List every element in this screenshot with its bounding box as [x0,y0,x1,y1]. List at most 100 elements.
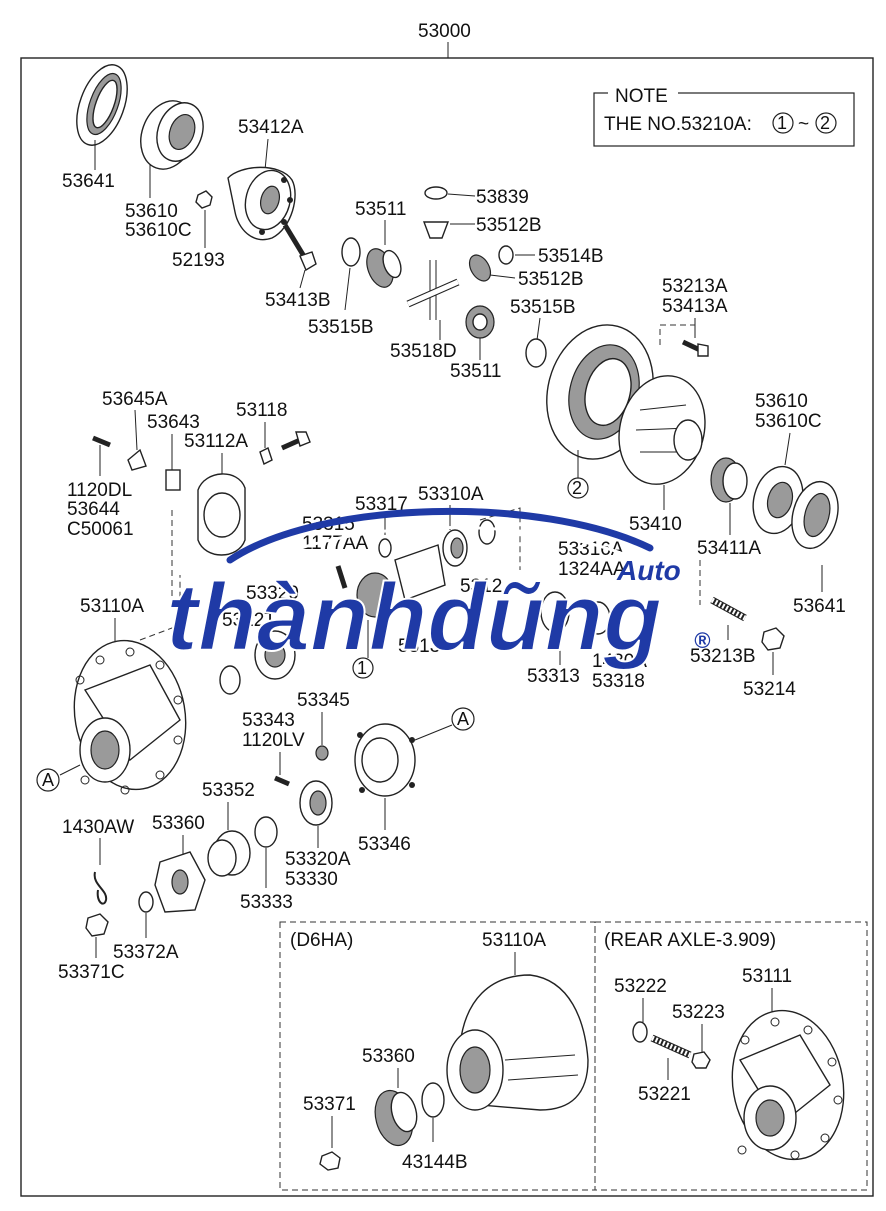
bearing-53610-top [140,100,204,170]
label-53372a: 53372A [113,942,179,963]
note-range-sep: ~ [798,114,809,135]
differential-case-53410 [618,375,706,485]
note-box: NOTE THE NO.53210A: 1 ~ 2 [593,85,855,147]
label-1430a: 1430A [592,651,647,672]
label-53316a: 53316A [558,539,624,560]
inset-rear-axle-stud-53221 [650,1034,711,1069]
label-53317: 53317 [355,494,408,515]
label-53512b-mid: 53512B [518,269,584,290]
label-1120dl: 1120DL [67,480,132,501]
label-53112a: 53112A [184,431,248,452]
bearing-53610-right [752,465,804,535]
assembly-frame [20,57,874,1197]
label-5312-partial: 5312 [460,576,502,597]
thrust-washer-53515b-left [341,237,361,267]
label-53645a: 53645A [102,389,168,410]
nut-53371c [85,913,109,937]
label-53412a: 53412A [238,117,304,138]
watermark: thànhdũng Auto ® [165,507,711,672]
inset-rear-axle-label-53221: 53221 [638,1084,691,1105]
label-53343: 53343 [242,710,295,731]
label-53346: 53346 [358,834,411,855]
inset-rear-axle-label-53223: 53223 [672,1002,725,1023]
label-53511-bottom: 53511 [450,361,501,382]
inset-d6ha-o-ring [421,1082,445,1118]
inset-d6ha-label-53110a: 53110A [482,930,546,951]
nut-52193 [195,190,213,209]
label-53110a-main: 53110A [80,596,144,617]
inset-rear-axle: (REAR AXLE-3.909) 53222 53223 53221 5311… [594,921,868,1191]
label-1177aa: 1177AA [302,533,369,554]
label-53371c: 53371C [58,962,125,983]
bolt-1120dl [92,435,111,448]
assembly-number: 53000 [418,21,471,42]
label-53515b-right: 53515B [510,297,576,318]
inset-d6ha-label-53360: 53360 [362,1046,415,1067]
cotter-pin-1430aw [93,871,108,905]
note-heading: NOTE [615,86,668,107]
inset-rear-axle-title: (REAR AXLE-3.909) [604,930,776,951]
label-53213b: 53213B [690,646,756,667]
label-53352: 53352 [202,780,255,801]
label-5312t: 5312T [222,610,276,631]
label-53320-partial: 53320 [246,583,299,604]
label-53318: 53318 [592,671,645,692]
plate-53643 [165,469,181,491]
label-53641-top: 53641 [62,171,115,192]
washer-53514b [498,245,514,265]
shim-53333 [254,816,278,848]
sleeve-53316a [540,591,611,635]
label-53118: 53118 [236,400,287,421]
watermark-registered: ® [694,628,711,653]
bearing-cap-53112a [197,473,246,556]
inset-d6ha-housing [446,974,589,1111]
oil-slinger-53317 [378,538,446,601]
bearing-53310a [442,529,468,567]
pinion-gear-53512b-mid [468,254,492,282]
note-range-start: 1 [777,113,787,133]
bolt-53413b [282,223,317,272]
label-53514b: 53514B [538,246,604,267]
label-52193: 52193 [172,250,225,271]
inset-d6ha-flange [374,1089,418,1147]
label-53610-right: 53610 [755,391,808,412]
label-c50061: C50061 [67,519,134,540]
shim-center [478,519,496,545]
tone-wheel-53411a [710,457,748,503]
washer-53345 [315,745,329,761]
oil-seal-53352 [207,830,251,877]
label-1120lv: 1120LV [242,730,305,751]
carrier-housing-53110a [73,639,187,795]
washer-left-center [219,665,241,695]
nut-53214 [761,627,785,651]
washer-53839 [424,186,448,200]
label-53413a: 53413A [662,296,728,317]
label-53410: 53410 [629,514,682,535]
label-53610c-top: 53610C [125,220,192,241]
callout-a-left: A [42,770,54,790]
label-53310a: 53310A [418,484,484,505]
label-53333: 53333 [240,892,293,913]
inset-rear-axle-label-53111: 53111 [742,966,792,987]
label-53512b-top: 53512B [476,215,542,236]
label-53330: 53330 [285,869,338,890]
bolt-1177aa [335,565,348,589]
label-53320a: 53320A [285,849,351,870]
label-53644: 53644 [67,499,120,520]
inset-d6ha-title: (D6HA) [290,930,353,951]
inset-d6ha-label-53371: 53371 [303,1094,356,1115]
washer-53372a [138,891,154,913]
pinion-gear-53512b-top [422,221,450,239]
inset-d6ha-nut [319,1151,341,1171]
label-53610c-right: 53610C [755,411,822,432]
side-gear-53511-top [366,248,402,288]
label-53515b-left: 53515B [308,317,374,338]
label-53360: 53360 [152,813,205,834]
retainer-53346 [354,723,416,797]
label-53313: 53313 [527,666,580,687]
callout-a-right: A [457,709,469,729]
cross-shaft-53518d [406,260,460,320]
label-1430aw: 1430AW [62,817,134,838]
bracket-53645a [127,448,147,471]
